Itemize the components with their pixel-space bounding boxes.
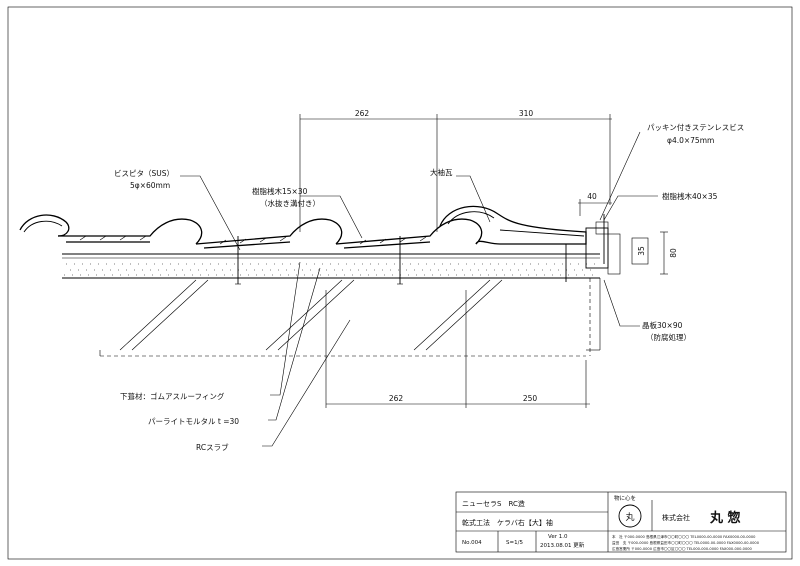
dim-eave-width: 40 (587, 192, 597, 201)
logo-char: 丸 (625, 511, 634, 523)
dim-35: 35 (637, 246, 646, 256)
label-mortar: パーライトモルタル t =30 (148, 417, 239, 426)
tb-contact-1: 本 社 〒000-0000 島根県江津市〇〇町〇〇〇 TEL0000-00-00… (612, 534, 756, 539)
label-packing-screw-size: φ4.0×75mm (667, 136, 714, 145)
label-screw-size: 5φ×60mm (130, 181, 170, 190)
mortar-layer (62, 253, 600, 279)
label-batten: 樹脂桟木15×30 (252, 186, 308, 196)
label-packing-screw: パッキン付きステンレスビス (647, 122, 744, 132)
end-batten (585, 214, 621, 275)
tb-company-prefix: 株式会社 (662, 513, 690, 522)
tb-product: ニューセラS RC造 (462, 499, 525, 508)
title-block: ニューセラS RC造 乾式工法 ケラバ右【大】袖 No.004 S=1/5 Ve… (455, 491, 787, 553)
dim-top-right: 310 (519, 109, 534, 118)
sheet-border (7, 6, 793, 560)
tb-version: Ver 1.0 (548, 534, 568, 540)
leader-lines (180, 131, 658, 447)
label-screw-spec: ビスピタ（SUS） (114, 169, 174, 178)
label-underlay: 下葺材：ゴムアスルーフィング (120, 391, 225, 401)
label-batten-note: （水抜き溝付き） (260, 198, 320, 208)
tb-company-name: 丸 惣 (709, 510, 741, 526)
label-resin-batten: 樹脂桟木40×35 (662, 191, 718, 201)
tb-date: 2013.08.01 更新 (540, 541, 585, 549)
label-slab: RCスラブ (196, 442, 229, 452)
screws (235, 236, 567, 285)
dim-bottom-left: 262 (389, 394, 404, 403)
annotations: ビスピタ（SUS） 5φ×60mm 樹脂桟木15×30 （水抜き溝付き） 大袖瓦… (114, 122, 744, 452)
roof-tiles (19, 205, 587, 249)
dim-bottom-right: 250 (523, 394, 538, 403)
right-dimensions: 35 80 (631, 231, 678, 275)
dim-top-left: 262 (355, 109, 370, 118)
tb-contact-3: 広島営業所 〒000-0000 広島市〇〇区〇〇〇 TEL000-000-000… (612, 546, 753, 551)
dim-80: 80 (669, 248, 678, 258)
label-crystal-board-note: （防腐処理） (646, 332, 691, 342)
eave-dimension: 40 (578, 192, 612, 216)
rc-slab (99, 278, 601, 357)
tb-method: 乾式工法 ケラバ右【大】袖 (462, 518, 553, 527)
bottom-dimension: 262 250 (325, 290, 590, 408)
top-dimension: 262 310 (299, 109, 612, 232)
label-crystal-board: 晶板30×90 (642, 320, 683, 330)
tb-motto: 物に心を (614, 494, 636, 502)
tb-number: No.004 (462, 540, 482, 546)
tb-scale: S=1/5 (506, 540, 523, 546)
label-ridge-tile: 大袖瓦 (430, 167, 453, 177)
tb-contact-2: 益田 支 〒000-0000 島根県益田市〇〇町〇〇〇 TEL0000-00-0… (612, 540, 760, 545)
company-logo (618, 504, 642, 528)
